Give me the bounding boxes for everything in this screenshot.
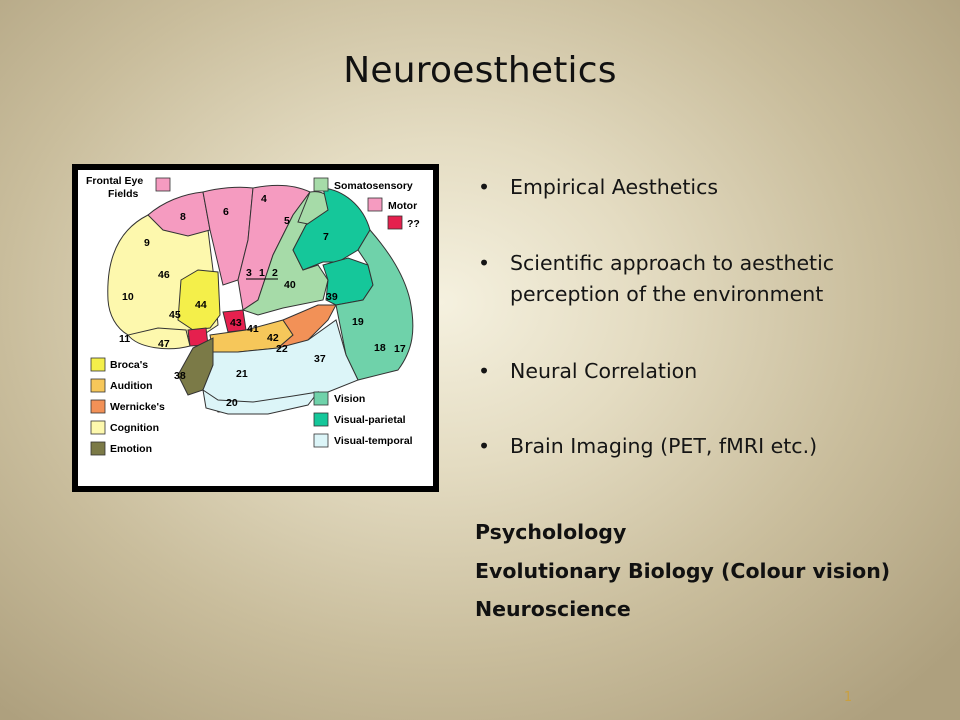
area-40-label: 40 [284, 279, 296, 291]
area-11-label: 11 [119, 333, 130, 345]
region-brocas [177, 269, 221, 331]
region-11-47 [127, 327, 191, 350]
bullet-list: Empirical Aesthetics Scientific approach… [478, 172, 918, 462]
bullet-item: Scientific approach to aesthetic percept… [478, 248, 918, 310]
legend-visual-parietal: Visual-parietal [334, 414, 406, 426]
legend-vision: Vision [334, 393, 365, 405]
area-38-label: 38 [174, 370, 186, 382]
area-37-label: 37 [314, 353, 326, 365]
area-39-label: 39 [326, 291, 338, 303]
area-20-label: 20 [226, 397, 238, 409]
area-9-label: 9 [144, 237, 150, 249]
legend-swatch-motor [367, 197, 383, 212]
legend-swatch-frontal-eye [155, 177, 171, 192]
area-4-label: 4 [261, 193, 267, 205]
region-6 [202, 186, 254, 286]
slide-title: Neuroesthetics [343, 50, 617, 91]
legend-swatch-audition [90, 378, 106, 393]
legend-swatch-wernickes [90, 399, 106, 414]
legend-visual-temporal: Visual-temporal [334, 435, 413, 447]
legend-swatch-brocas [90, 357, 106, 372]
legend-motor: Motor [388, 200, 417, 212]
area-21-label: 21 [236, 368, 248, 380]
fields-list: Psycholology Evolutionary Biology (Colou… [475, 513, 935, 629]
brain-map-illustration: 4 8 6 5 7 9 46 3 1 2 40 39 10 45 44 43 4… [78, 170, 433, 486]
brodmann-brain-map-figure: 4 8 6 5 7 9 46 3 1 2 40 39 10 45 44 43 4… [72, 164, 439, 492]
region-7 [292, 187, 371, 271]
slide-number: 1 [843, 690, 853, 705]
field-item: Neuroscience [475, 597, 631, 621]
area-7-label: 7 [323, 231, 329, 243]
bullet-item: Neural Correlation [478, 356, 918, 387]
area-1-label: 1 [259, 267, 265, 279]
field-item: Psycholology [475, 520, 627, 544]
area-18-label: 18 [374, 342, 386, 354]
area-6-label: 6 [223, 206, 229, 218]
legend-swatch-somatosensory [313, 177, 329, 192]
legend-frontal-eye-label-2: Fields [108, 188, 139, 200]
legend-somatosensory: Somatosensory [334, 180, 413, 192]
area-22-label: 22 [276, 343, 288, 355]
area-5-label: 5 [284, 215, 290, 227]
region-20 [202, 388, 320, 415]
area-45-label: 45 [169, 309, 181, 321]
area-47-label: 47 [158, 338, 170, 350]
legend-swatch-visual-parietal [313, 412, 329, 427]
legend-wernickes: Wernicke's [110, 401, 165, 413]
legend-swatch-emotion [90, 441, 106, 456]
area-46-label: 46 [158, 269, 170, 281]
legend-brocas: Broca's [110, 359, 148, 371]
legend-emotion: Emotion [110, 443, 152, 455]
area-8-label: 8 [180, 211, 186, 223]
legend-frontal-eye-label-1: Frontal Eye [86, 175, 143, 187]
area-10-label: 10 [122, 291, 134, 303]
legend-unknown: ?? [407, 218, 420, 230]
legend-swatch-unknown [387, 215, 403, 230]
area-42-label: 42 [267, 332, 279, 344]
legend-swatch-vision [313, 391, 329, 406]
area-3-label: 3 [246, 267, 252, 279]
region-8 [147, 191, 211, 237]
area-43-label: 43 [230, 317, 242, 329]
bullet-item: Brain Imaging (PET, fMRI etc.) [478, 431, 918, 462]
field-item: Evolutionary Biology (Colour vision) [475, 558, 891, 583]
legend-swatch-visual-temporal [313, 433, 329, 448]
area-44-label: 44 [195, 299, 207, 311]
area-19-label: 19 [352, 316, 364, 328]
legend-audition: Audition [110, 380, 153, 392]
area-2-label: 2 [272, 267, 278, 279]
bullet-item: Empirical Aesthetics [478, 172, 918, 203]
legend-cognition: Cognition [110, 422, 159, 434]
area-17-label: 17 [394, 343, 406, 355]
region-vision [335, 229, 414, 381]
area-41-label: 41 [247, 323, 259, 335]
legend-swatch-cognition [90, 420, 106, 435]
